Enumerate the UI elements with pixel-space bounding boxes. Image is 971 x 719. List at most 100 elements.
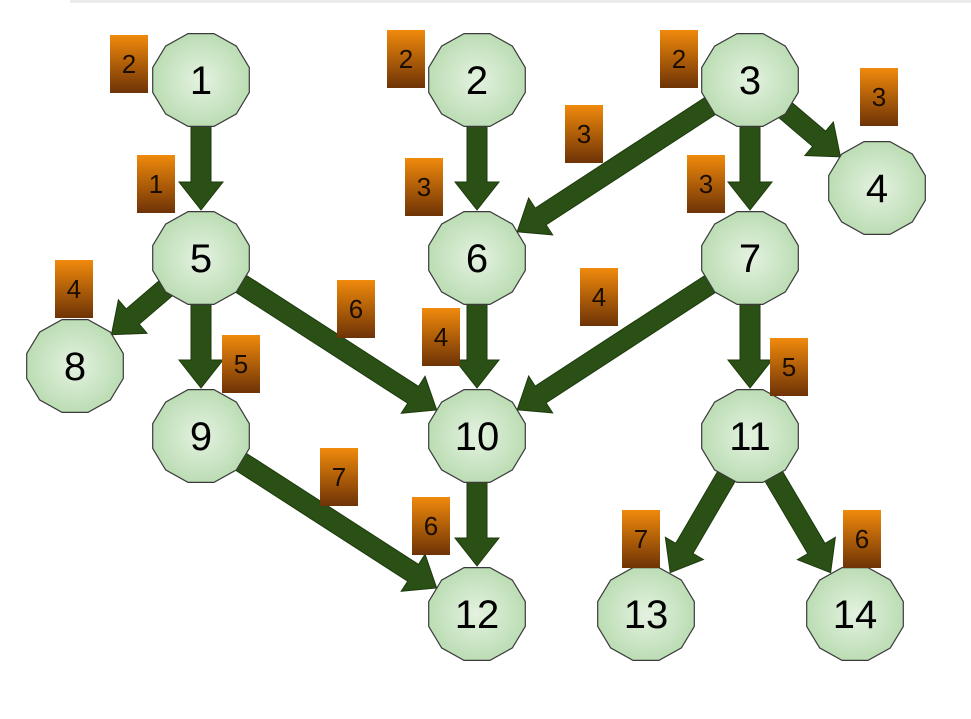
node-label: 13 [624,593,669,637]
edge-arrow-10-12 [453,481,501,567]
weight-label: 6 [855,524,869,554]
weight-label: 2 [122,49,136,79]
node-6[interactable]: 6 [428,211,526,305]
arrow-shape [453,303,501,389]
node-shape [152,211,250,305]
node-1[interactable]: 1 [152,33,250,127]
edge-weight-11-13: 7 [622,510,660,568]
edge-weight-3-6: 3 [565,105,603,163]
weight-box [55,260,93,318]
edge-arrow-7-10 [516,274,718,414]
weight-box [222,335,260,393]
edge-weight-5-10: 6 [337,280,375,338]
node-label: 2 [466,59,488,103]
weight-label: 7 [332,462,346,492]
node-shape [828,141,926,235]
node-9[interactable]: 9 [152,389,250,483]
weight-label: 4 [434,322,448,352]
node-shape [806,567,904,661]
edge-arrow-11-13 [664,469,737,574]
edge-weight-5-8: 4 [55,260,93,318]
arrow-shape [777,101,842,158]
weight-label: 3 [872,82,886,112]
node-shape [428,567,526,661]
arrow-shape [664,469,737,574]
node-label: 14 [833,593,878,637]
node-14[interactable]: 14 [806,567,904,661]
weight-box [337,280,375,338]
edge-arrow-6-10 [453,303,501,389]
weight-label: 1 [149,169,163,199]
weight-label: 3 [577,119,591,149]
node-shape [701,211,799,305]
arrow-shape [453,125,501,211]
node-8[interactable]: 8 [26,319,124,413]
weight-box [565,105,603,163]
edge-weight-7-11: 5 [770,338,808,396]
node-label: 1 [190,59,212,103]
node-shape [701,389,799,483]
edge-arrow-5-8 [110,279,174,336]
arrow-shape [453,481,501,567]
weight-label: 5 [782,352,796,382]
weight-box [580,268,618,326]
arrow-shape [764,469,836,574]
node-shape [26,319,124,413]
weight-box [405,158,443,216]
node-2[interactable]: 2 [428,33,526,127]
node-shape [152,389,250,483]
node-12[interactable]: 12 [428,567,526,661]
top-border [70,0,971,3]
node-5[interactable]: 5 [152,211,250,305]
node-shape [428,211,526,305]
weight-label: 5 [234,349,248,379]
node-shape [701,33,799,127]
edge-arrow-3-6 [516,96,718,236]
arrow-shape [726,125,774,211]
arrow-shape [110,279,174,336]
node-label: 10 [455,415,500,459]
edge-weight-6-10: 4 [422,308,460,366]
arrow-shape [726,303,774,389]
node-label: 11 [729,415,771,459]
weight-box [137,155,175,213]
node-label: 3 [739,59,761,103]
weight-box [622,510,660,568]
node-shape [597,567,695,661]
arrow-shape [516,274,718,414]
edge-arrow-5-10 [233,273,438,414]
edge-weight-1-5: 1 [137,155,175,213]
edge-arrow-3-4 [777,101,842,158]
edge-arrow-7-11 [726,303,774,389]
node-label: 4 [866,167,888,211]
node-3[interactable]: 3 [701,33,799,127]
node-label: 12 [455,593,500,637]
weight-box [387,30,425,88]
node-shape [428,33,526,127]
arrow-shape [177,125,225,211]
weight-label: 3 [417,172,431,202]
node-10[interactable]: 10 [428,389,526,483]
node-11[interactable]: 11 [701,389,799,483]
arrow-shape [233,273,438,414]
node-4[interactable]: 4 [828,141,926,235]
arrow-shape [233,451,438,592]
arrow-shape [177,303,225,389]
weight-label: 3 [699,169,713,199]
weight-box [843,510,881,568]
node-weight-4: 3 [860,68,898,126]
weight-label: 6 [424,511,438,541]
node-label: 8 [64,345,86,389]
node-13[interactable]: 13 [597,567,695,661]
edge-arrow-9-12 [233,451,438,592]
node-weight-1: 2 [110,35,148,93]
weight-label: 4 [592,282,606,312]
weight-box [412,497,450,555]
weight-label: 2 [399,44,413,74]
weight-box [320,448,358,506]
weight-box [687,155,725,213]
node-7[interactable]: 7 [701,211,799,305]
node-label: 6 [466,237,488,281]
edge-weight-11-14: 6 [843,510,881,568]
